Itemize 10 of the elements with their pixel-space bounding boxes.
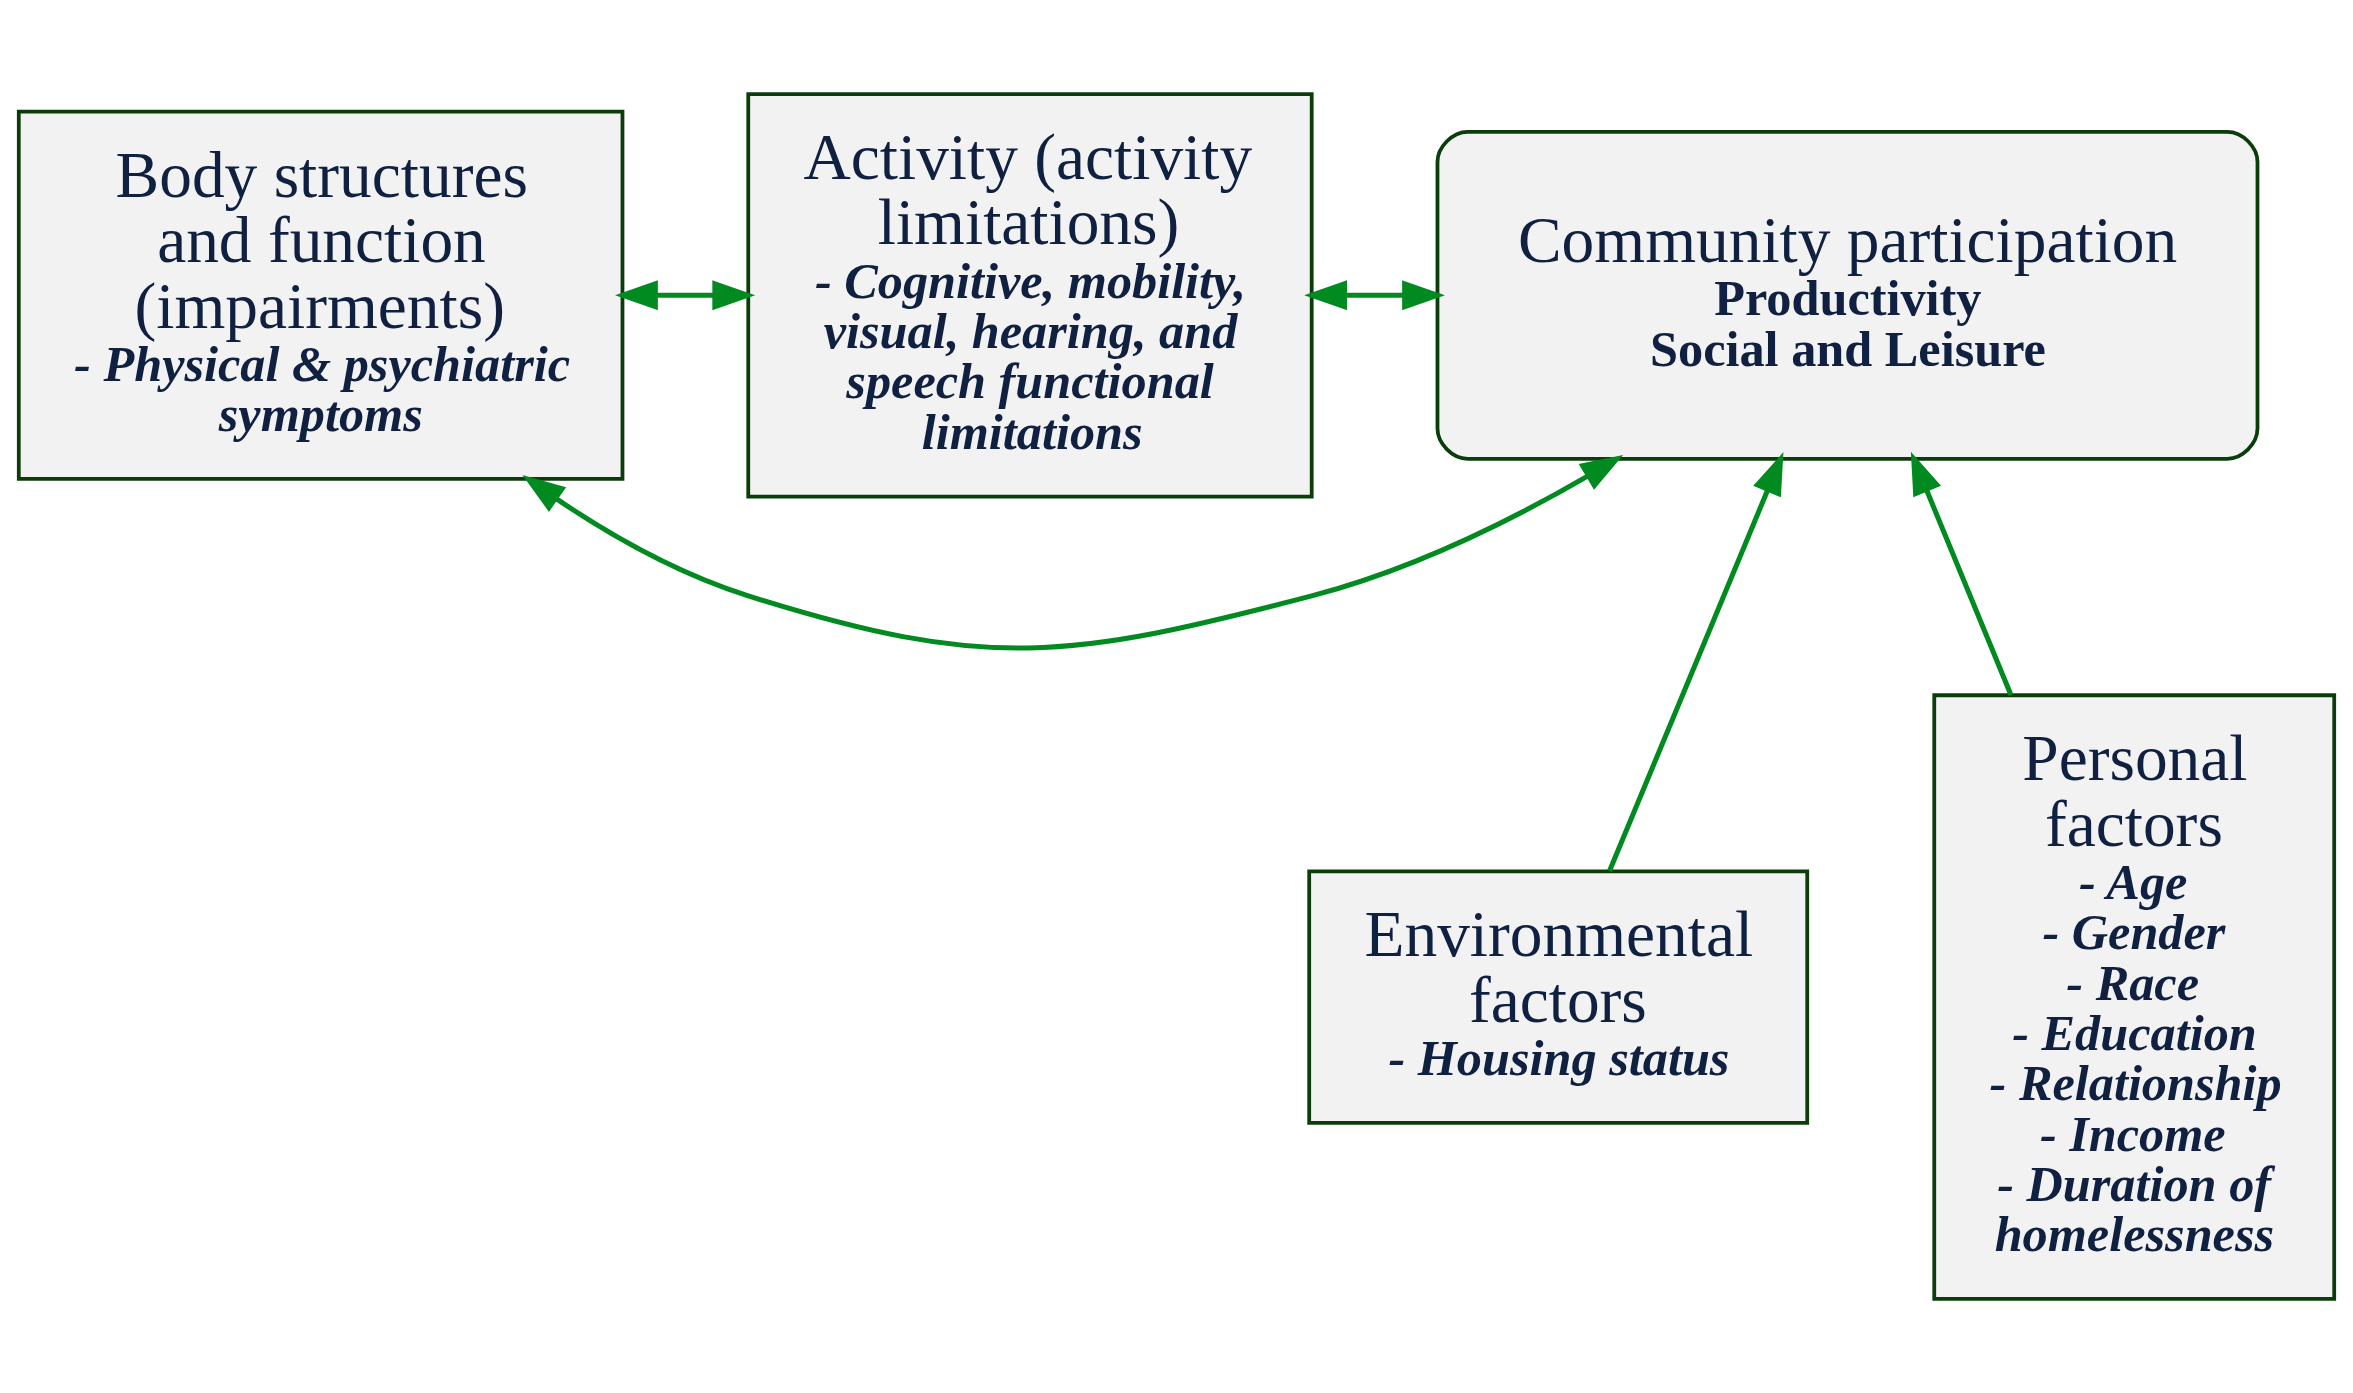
arrow — [1607, 452, 1784, 872]
arrow — [522, 455, 1624, 651]
arrow — [1910, 451, 2014, 696]
arrow — [615, 280, 756, 311]
node-box: Community participation Productivity Social and Leisure — [1435, 129, 2260, 461]
node-box: Environmental factors - Housing status — [1307, 869, 1810, 1125]
node-box: Activity (activity limitations) - Cognitive, mobility, visual, hearing, and speech functional limitations — [746, 92, 1314, 499]
node-box: Body structures and function (impairments) - Physical & psychiatric symptoms — [16, 109, 625, 481]
node-box: Personal factors - Age - Gender - Race - Education - Relationship - Income - Duration of homelessness — [1932, 693, 2337, 1301]
arrow — [1304, 280, 1445, 311]
